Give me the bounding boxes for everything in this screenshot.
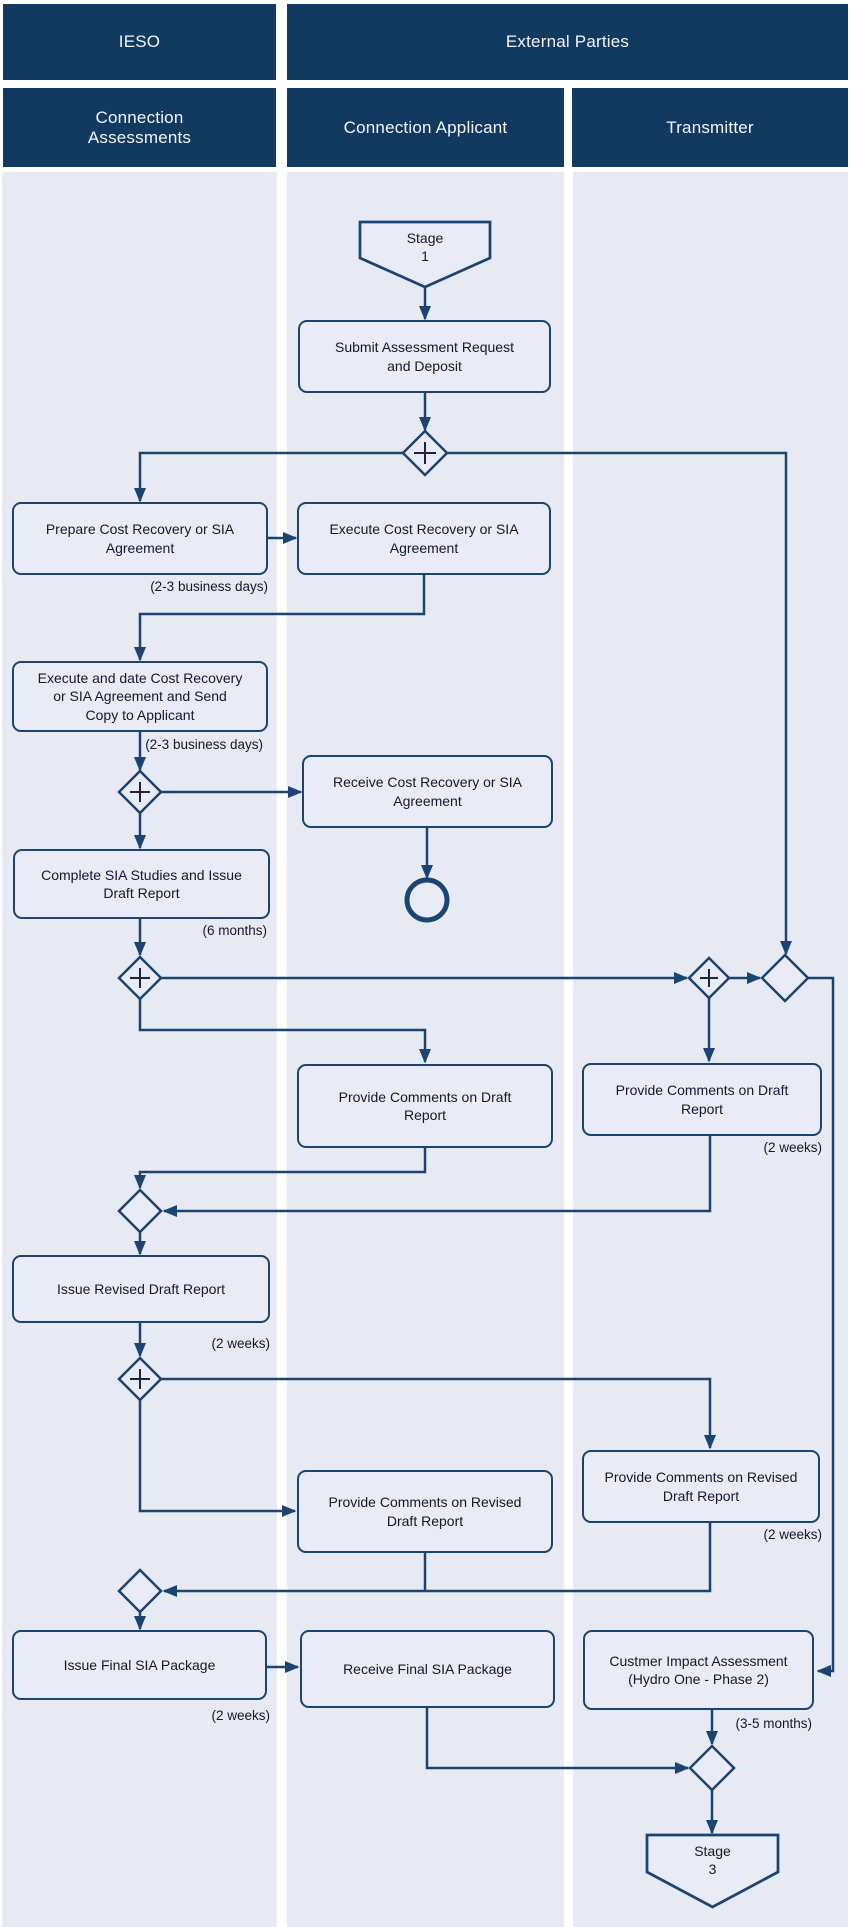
- lane-header-connection-assessments: Connection Assessments: [3, 88, 276, 167]
- node-label: Provide Comments on Revised Draft Report: [604, 1469, 798, 1504]
- node-label: Execute Cost Recovery or SIA Agreement: [329, 521, 519, 556]
- node-issue-final-sia-package: Issue Final SIA Package: [12, 1630, 267, 1700]
- node-comments-revised-transmitter: Provide Comments on Revised Draft Report: [582, 1450, 820, 1523]
- stage1-number: 1: [421, 247, 429, 264]
- node-comments-draft-applicant: Provide Comments on Draft Report: [297, 1064, 553, 1148]
- node-complete-sia-studies: Complete SIA Studies and Issue Draft Rep…: [13, 849, 270, 919]
- stage3-connector: Stage 3: [647, 1843, 778, 1878]
- header-group-external-parties: External Parties: [287, 4, 848, 80]
- caption-comments-revised-transmitter-duration: (2 weeks): [763, 1527, 822, 1542]
- header-group-ieso: IESO: [3, 4, 276, 80]
- lane-header-connection-applicant: Connection Applicant: [287, 88, 564, 167]
- caption-comments-draft-transmitter-duration: (2 weeks): [763, 1140, 822, 1155]
- node-label: Provide Comments on Draft Report: [615, 1082, 789, 1117]
- node-receive-final-sia-package: Receive Final SIA Package: [300, 1630, 555, 1708]
- node-comments-revised-applicant: Provide Comments on Revised Draft Report: [297, 1470, 553, 1553]
- stage1-connector: Stage 1: [360, 230, 490, 265]
- lane-header-transmitter-label: Transmitter: [666, 117, 754, 137]
- caption-issue-final-duration: (2 weeks): [211, 1708, 270, 1723]
- header-group-external-parties-label: External Parties: [505, 32, 630, 51]
- node-label: Provide Comments on Revised Draft Report: [328, 1494, 522, 1529]
- caption-issue-revised-duration: (2 weeks): [211, 1336, 270, 1351]
- node-execute-and-date-agreement: Execute and date Cost Recovery or SIA Ag…: [12, 661, 268, 732]
- node-label: Issue Final SIA Package: [63, 1656, 216, 1673]
- lane-header-transmitter: Transmitter: [572, 88, 848, 167]
- node-customer-impact-assessment: Custmer Impact Assessment (Hydro One - P…: [583, 1630, 814, 1710]
- node-label: Prepare Cost Recovery or SIA Agreement: [45, 521, 235, 556]
- node-label: Complete SIA Studies and Issue Draft Rep…: [41, 866, 242, 901]
- node-issue-revised-draft: Issue Revised Draft Report: [12, 1255, 270, 1323]
- node-prepare-cost-recovery: Prepare Cost Recovery or SIA Agreement: [12, 502, 268, 575]
- node-label: Custmer Impact Assessment (Hydro One - P…: [609, 1652, 788, 1687]
- node-comments-draft-transmitter: Provide Comments on Draft Report: [582, 1063, 822, 1136]
- node-label: Receive Cost Recovery or SIA Agreement: [332, 774, 523, 809]
- caption-execute-date-duration: (2-3 business days): [145, 737, 263, 752]
- stage3-number: 3: [708, 1860, 717, 1877]
- stage1-word: Stage: [406, 230, 444, 246]
- lane-header-connection-assessments-label: Connection Assessments: [87, 107, 192, 147]
- node-label: Issue Revised Draft Report: [56, 1280, 226, 1297]
- node-label: Receive Final SIA Package: [343, 1660, 512, 1677]
- stage3-word: Stage: [694, 1843, 731, 1859]
- caption-customer-impact-duration: (3-5 months): [735, 1716, 812, 1731]
- node-submit-assessment-request: Submit Assessment Request and Deposit: [298, 320, 551, 393]
- node-label: Provide Comments on Draft Report: [338, 1088, 512, 1123]
- node-execute-cost-recovery: Execute Cost Recovery or SIA Agreement: [297, 502, 551, 575]
- node-receive-cost-recovery: Receive Cost Recovery or SIA Agreement: [302, 755, 553, 828]
- caption-prepare-duration: (2-3 business days): [150, 579, 268, 594]
- lane-header-connection-applicant-label: Connection Applicant: [343, 117, 508, 137]
- header-group-ieso-label: IESO: [118, 32, 161, 51]
- node-label: Execute and date Cost Recovery or SIA Ag…: [37, 670, 243, 723]
- node-label: Submit Assessment Request and Deposit: [335, 339, 514, 374]
- caption-complete-sia-duration: (6 months): [202, 923, 267, 938]
